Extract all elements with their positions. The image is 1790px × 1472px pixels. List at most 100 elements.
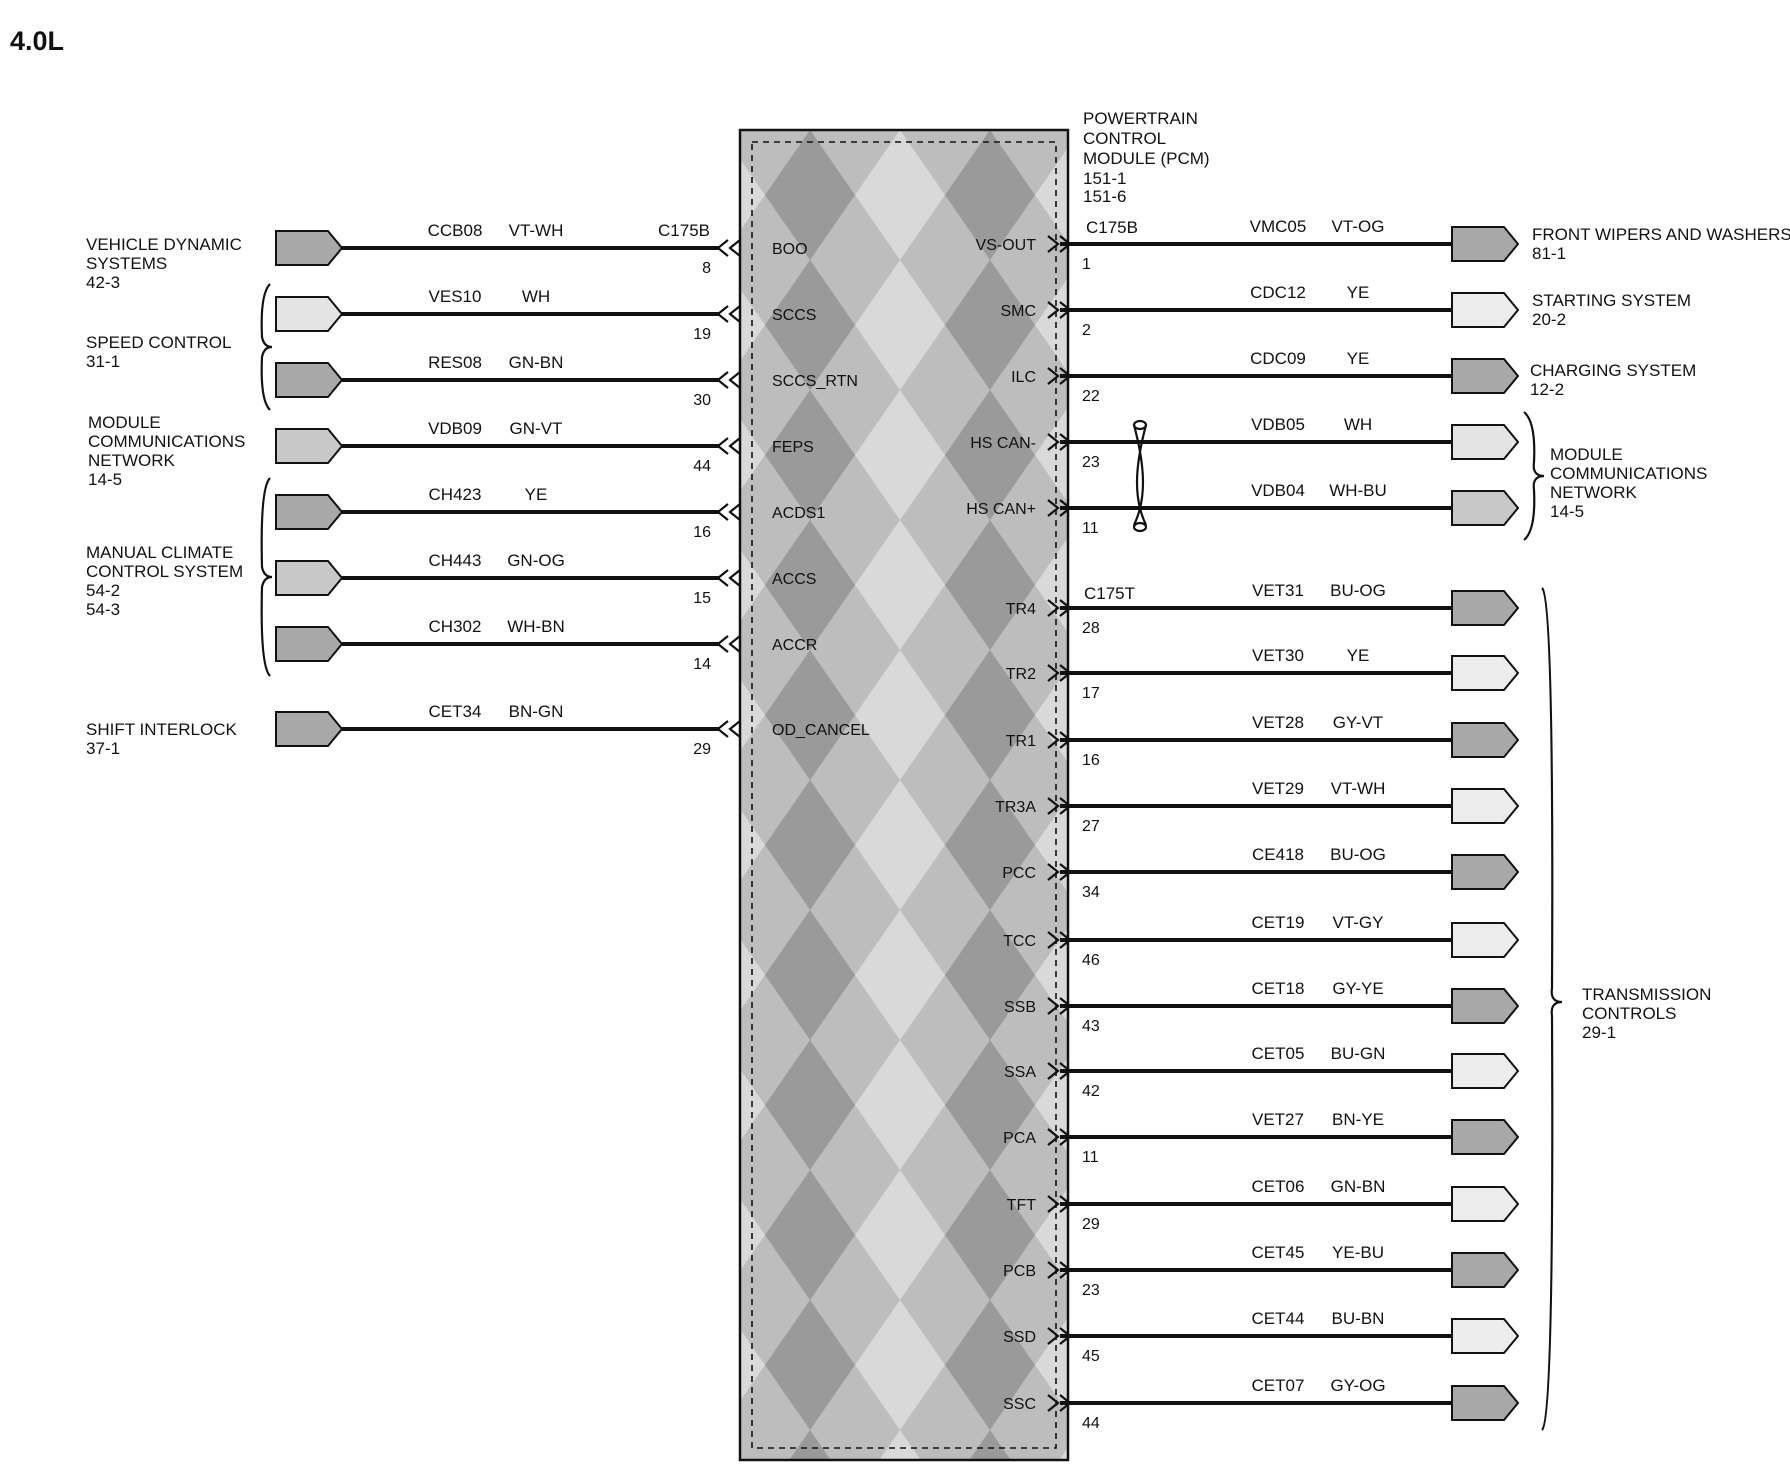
pin-number: 44 xyxy=(693,458,711,475)
circuit-id: VET28 xyxy=(1252,713,1304,732)
arrow-left-icon xyxy=(728,437,741,455)
system-label-line: 20-2 xyxy=(1532,310,1566,329)
wire-color: BU-BN xyxy=(1332,1309,1385,1328)
system-label-line: MODULE xyxy=(1550,445,1623,464)
pin-number: 28 xyxy=(1082,620,1100,637)
system-label-line: SYSTEMS xyxy=(86,254,167,273)
circuit-id: CET07 xyxy=(1252,1376,1305,1395)
system-label-line: TRANSMISSION xyxy=(1582,985,1711,1004)
arrow-right-icon xyxy=(1047,664,1060,682)
brace-left-icon xyxy=(260,477,273,677)
connector-terminal-icon xyxy=(1451,722,1520,758)
brace-right-icon xyxy=(1541,587,1563,1431)
system-label-line: 54-2 xyxy=(86,581,120,600)
wire-color: WH xyxy=(522,287,550,306)
arrow-right-icon xyxy=(1047,1128,1060,1146)
pin-number: 45 xyxy=(1082,1348,1100,1365)
circuit-id: VDB05 xyxy=(1251,415,1305,434)
pin-number: 42 xyxy=(1082,1083,1100,1100)
circuit-id: VDB09 xyxy=(428,419,482,438)
connector-terminal-icon xyxy=(275,428,344,464)
circuit-id: CDC12 xyxy=(1250,283,1306,302)
connector-c175b-right: C175B xyxy=(1086,218,1138,237)
grouping-braces xyxy=(260,283,1563,1431)
wire-color: WH-BN xyxy=(507,617,565,636)
arrow-left-icon xyxy=(716,371,729,389)
system-label-line: 12-2 xyxy=(1530,380,1564,399)
system-label-line: 14-5 xyxy=(1550,502,1584,521)
pcm-signal-name: HS CAN- xyxy=(970,435,1036,452)
page-title: 4.0L xyxy=(10,26,64,56)
arrow-left-icon xyxy=(716,569,729,587)
pin-number: 17 xyxy=(1082,685,1100,702)
arrow-right-icon xyxy=(1047,301,1060,319)
connector-terminal-icon xyxy=(1451,788,1520,824)
arrow-left-icon xyxy=(728,569,741,587)
pin-number: 16 xyxy=(1082,752,1100,769)
connector-c175t-right: C175T xyxy=(1084,584,1135,603)
circuit-id: VET30 xyxy=(1252,646,1304,665)
pin-number: 16 xyxy=(693,524,711,541)
connector-terminal-icon xyxy=(1451,922,1520,958)
pcm-signal-name: SCCS xyxy=(772,307,816,324)
pcm-module-block xyxy=(738,128,1070,1462)
circuit-id: CE418 xyxy=(1252,845,1304,864)
arrow-right-icon xyxy=(1047,1394,1060,1412)
wire-color: VT-GY xyxy=(1332,913,1383,932)
connector-terminal-icon xyxy=(1451,1318,1520,1354)
wire-color: YE xyxy=(1347,646,1370,665)
arrow-right-icon xyxy=(1047,1327,1060,1345)
wire-color: GY-OG xyxy=(1330,1376,1385,1395)
connector-terminal-icon xyxy=(275,626,344,662)
arrow-right-icon xyxy=(1047,499,1060,517)
circuit-id: CH302 xyxy=(429,617,482,636)
wire-color: GY-VT xyxy=(1333,713,1383,732)
system-label-line: 54-3 xyxy=(86,600,120,619)
system-label-line: 37-1 xyxy=(86,739,120,758)
wire-color: VT-WH xyxy=(509,221,564,240)
twisted-pair-icon xyxy=(1132,419,1148,533)
connector-terminal-icon xyxy=(1451,854,1520,890)
wire-color: YE xyxy=(1347,283,1370,302)
wire-color: BU-GN xyxy=(1331,1044,1386,1063)
pin-number: 46 xyxy=(1082,952,1100,969)
arrow-left-icon xyxy=(716,437,729,455)
arrow-right-icon xyxy=(1047,797,1060,815)
connector-terminal-icon xyxy=(1451,988,1520,1024)
pcm-signal-name: SSB xyxy=(1004,999,1036,1016)
arrow-right-icon xyxy=(1047,235,1060,253)
pcm-signal-name: TFT xyxy=(1007,1197,1037,1214)
pin-number: 8 xyxy=(702,260,711,277)
system-label-line: 14-5 xyxy=(88,470,122,489)
pcm-signal-name: PCC xyxy=(1002,865,1036,882)
pcm-signal-name: PCA xyxy=(1003,1130,1036,1147)
wire-color: GN-BN xyxy=(1331,1177,1386,1196)
connector-terminal-icon xyxy=(1451,1053,1520,1089)
pcm-signal-name: SMC xyxy=(1000,303,1036,320)
connector-terminal-icon xyxy=(1451,292,1520,328)
pin-number: 19 xyxy=(693,326,711,343)
pcm-signal-name: SCCS_RTN xyxy=(772,373,858,390)
pcm-label-line: 151-6 xyxy=(1083,187,1126,206)
pin-number: 23 xyxy=(1082,1282,1100,1299)
pcm-signal-name: SSA xyxy=(1004,1064,1036,1081)
arrow-left-icon xyxy=(728,503,741,521)
pcm-signal-name: TR3A xyxy=(995,799,1036,816)
system-label-line: 29-1 xyxy=(1582,1023,1616,1042)
